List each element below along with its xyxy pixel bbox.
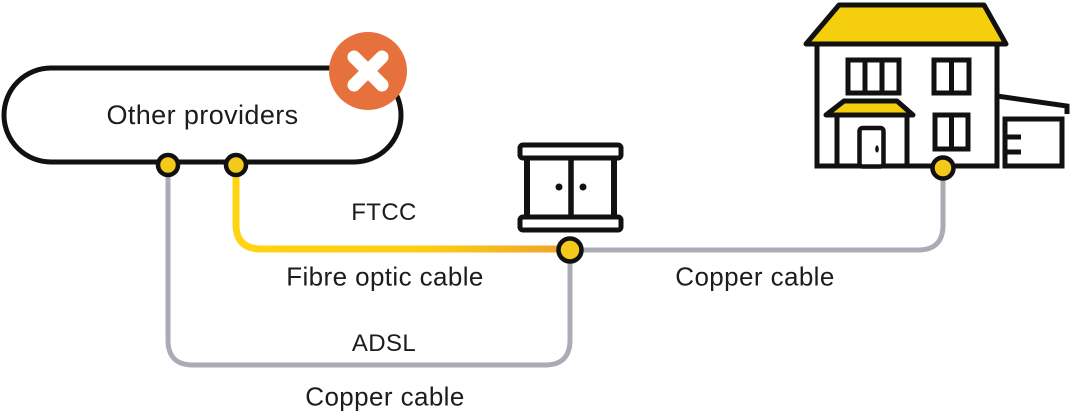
fibre-optic-cable-label: Fibre optic cable [286,261,484,292]
other-providers-label: Other providers [106,99,299,130]
other-providers-node [1,65,404,165]
street-cabinet-icon [517,142,624,233]
connector-dot [556,236,584,264]
connector-dot [155,152,181,178]
connector-dot [223,152,249,178]
connector-dot [930,155,956,181]
house-icon [803,2,1070,169]
copper-cable-right-label: Copper cable [675,261,835,292]
fibre-optic-cable-line [232,165,570,253]
copper-cable-right-line [570,168,946,253]
adsl-copper-cable-line [165,165,573,368]
connector-dots [155,152,956,264]
ftcc-label: FTCC [351,199,417,226]
blocked-x-icon [329,32,407,110]
adsl-label: ADSL [351,330,417,357]
cables [165,165,946,368]
copper-cable-bottom-label: Copper cable [305,381,465,412]
